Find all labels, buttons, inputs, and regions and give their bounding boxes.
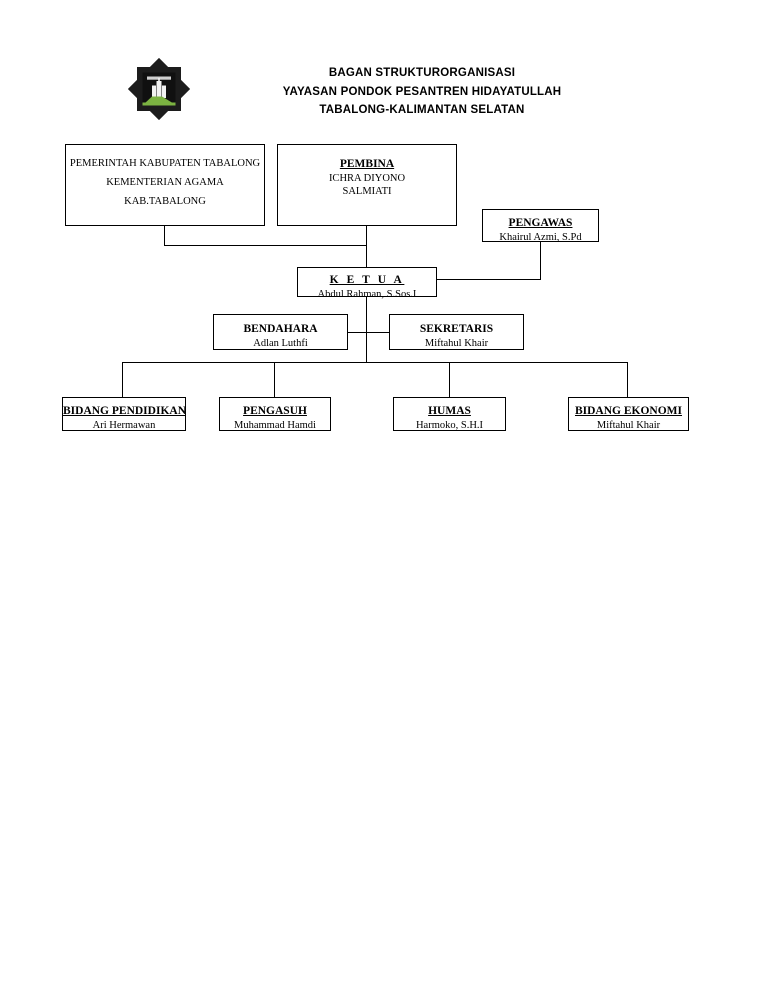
node-ketua[interactable]: K E T U A Abdul Rahman, S.Sos.I xyxy=(297,267,437,300)
node-pembina[interactable]: PEMBINA ICHRA DIYONO SALMIATI xyxy=(277,144,457,226)
connector-drop-bidang-pendidikan xyxy=(122,361,124,398)
connector-bendahara-sekretaris xyxy=(348,332,401,334)
node-pengasuh-role: PENGASUH xyxy=(243,405,307,417)
node-bidang-pendidikan-role: BIDANG PENDIDIKAN xyxy=(63,405,186,417)
node-pembina-role: PEMBINA xyxy=(339,158,395,170)
connector-pemerintah-to-stem xyxy=(163,244,367,246)
connector-drop-humas xyxy=(449,361,451,398)
title-line-2: YAYASAN PONDOK PESANTREN HIDAYATULLAH xyxy=(282,85,562,98)
tower-building-shape xyxy=(152,78,166,98)
node-pemerintah-kabupaten[interactable]: PEMERINTAH KABUPATEN TABALONG KEMENTERIA… xyxy=(65,144,265,226)
node-ketua-person: Abdul Rahman, S.Sos.I xyxy=(317,289,417,300)
connector-pembina-drop xyxy=(365,226,367,267)
node-bidang-pendidikan[interactable]: BIDANG PENDIDIKAN Ari Hermawan xyxy=(62,397,186,431)
node-pembina-person-2: SALMIATI xyxy=(342,186,392,197)
connector-ketua-stem xyxy=(365,297,367,362)
node-sekretaris-person: Miftahul Khair xyxy=(424,338,489,349)
node-pengawas-role: PENGAWAS xyxy=(508,217,573,229)
node-ketua-role: K E T U A xyxy=(329,274,405,286)
node-bidang-ekonomi-person: Miftahul Khair xyxy=(596,420,661,431)
organization-logo xyxy=(128,58,190,120)
page-title: BAGAN STRUKTURORGANISASI YAYASAN PONDOK … xyxy=(212,64,632,120)
connector-bottom-bus xyxy=(122,361,628,363)
node-humas-person: Harmoko, S.H.I xyxy=(415,420,484,431)
node-sekretaris[interactable]: SEKRETARIS Miftahul Khair xyxy=(389,314,524,350)
node-pemerintah-line-3: KAB.TABALONG xyxy=(124,196,206,207)
node-sekretaris-role: SEKRETARIS xyxy=(419,323,494,335)
node-bendahara-role: BENDAHARA xyxy=(243,323,318,335)
connector-drop-pengasuh xyxy=(274,361,276,398)
node-pengawas-person: Khairul Azmi, S.Pd xyxy=(499,232,582,243)
node-humas[interactable]: HUMAS Harmoko, S.H.I xyxy=(393,397,506,431)
node-bidang-pendidikan-person: Ari Hermawan xyxy=(92,420,156,431)
node-bendahara-person: Adlan Luthfi xyxy=(253,338,308,349)
title-line-3: TABALONG-KALIMANTAN SELATAN xyxy=(319,104,525,116)
node-humas-role: HUMAS xyxy=(428,405,471,417)
connector-pengawas-drop xyxy=(540,242,542,279)
node-pengawas[interactable]: PENGAWAS Khairul Azmi, S.Pd xyxy=(482,209,599,243)
node-pengasuh-person: Muhammad Hamdi xyxy=(234,420,316,431)
connector-pengawas-to-ketua xyxy=(437,278,541,280)
node-pembina-person-1: ICHRA DIYONO xyxy=(328,173,406,184)
node-bidang-ekonomi[interactable]: BIDANG EKONOMI Miftahul Khair xyxy=(568,397,689,431)
title-line-1: BAGAN STRUKTURORGANISASI xyxy=(328,67,516,79)
node-bendahara[interactable]: BENDAHARA Adlan Luthfi xyxy=(213,314,348,350)
node-pemerintah-line-2: KEMENTERIAN AGAMA xyxy=(106,177,224,188)
connector-pemerintah-drop xyxy=(163,226,165,246)
node-pengasuh[interactable]: PENGASUH Muhammad Hamdi xyxy=(219,397,331,431)
connector-drop-bidang-ekonomi xyxy=(627,361,629,398)
node-bidang-ekonomi-role: BIDANG EKONOMI xyxy=(574,405,683,417)
node-pemerintah-line-1: PEMERINTAH KABUPATEN TABALONG xyxy=(69,158,261,169)
